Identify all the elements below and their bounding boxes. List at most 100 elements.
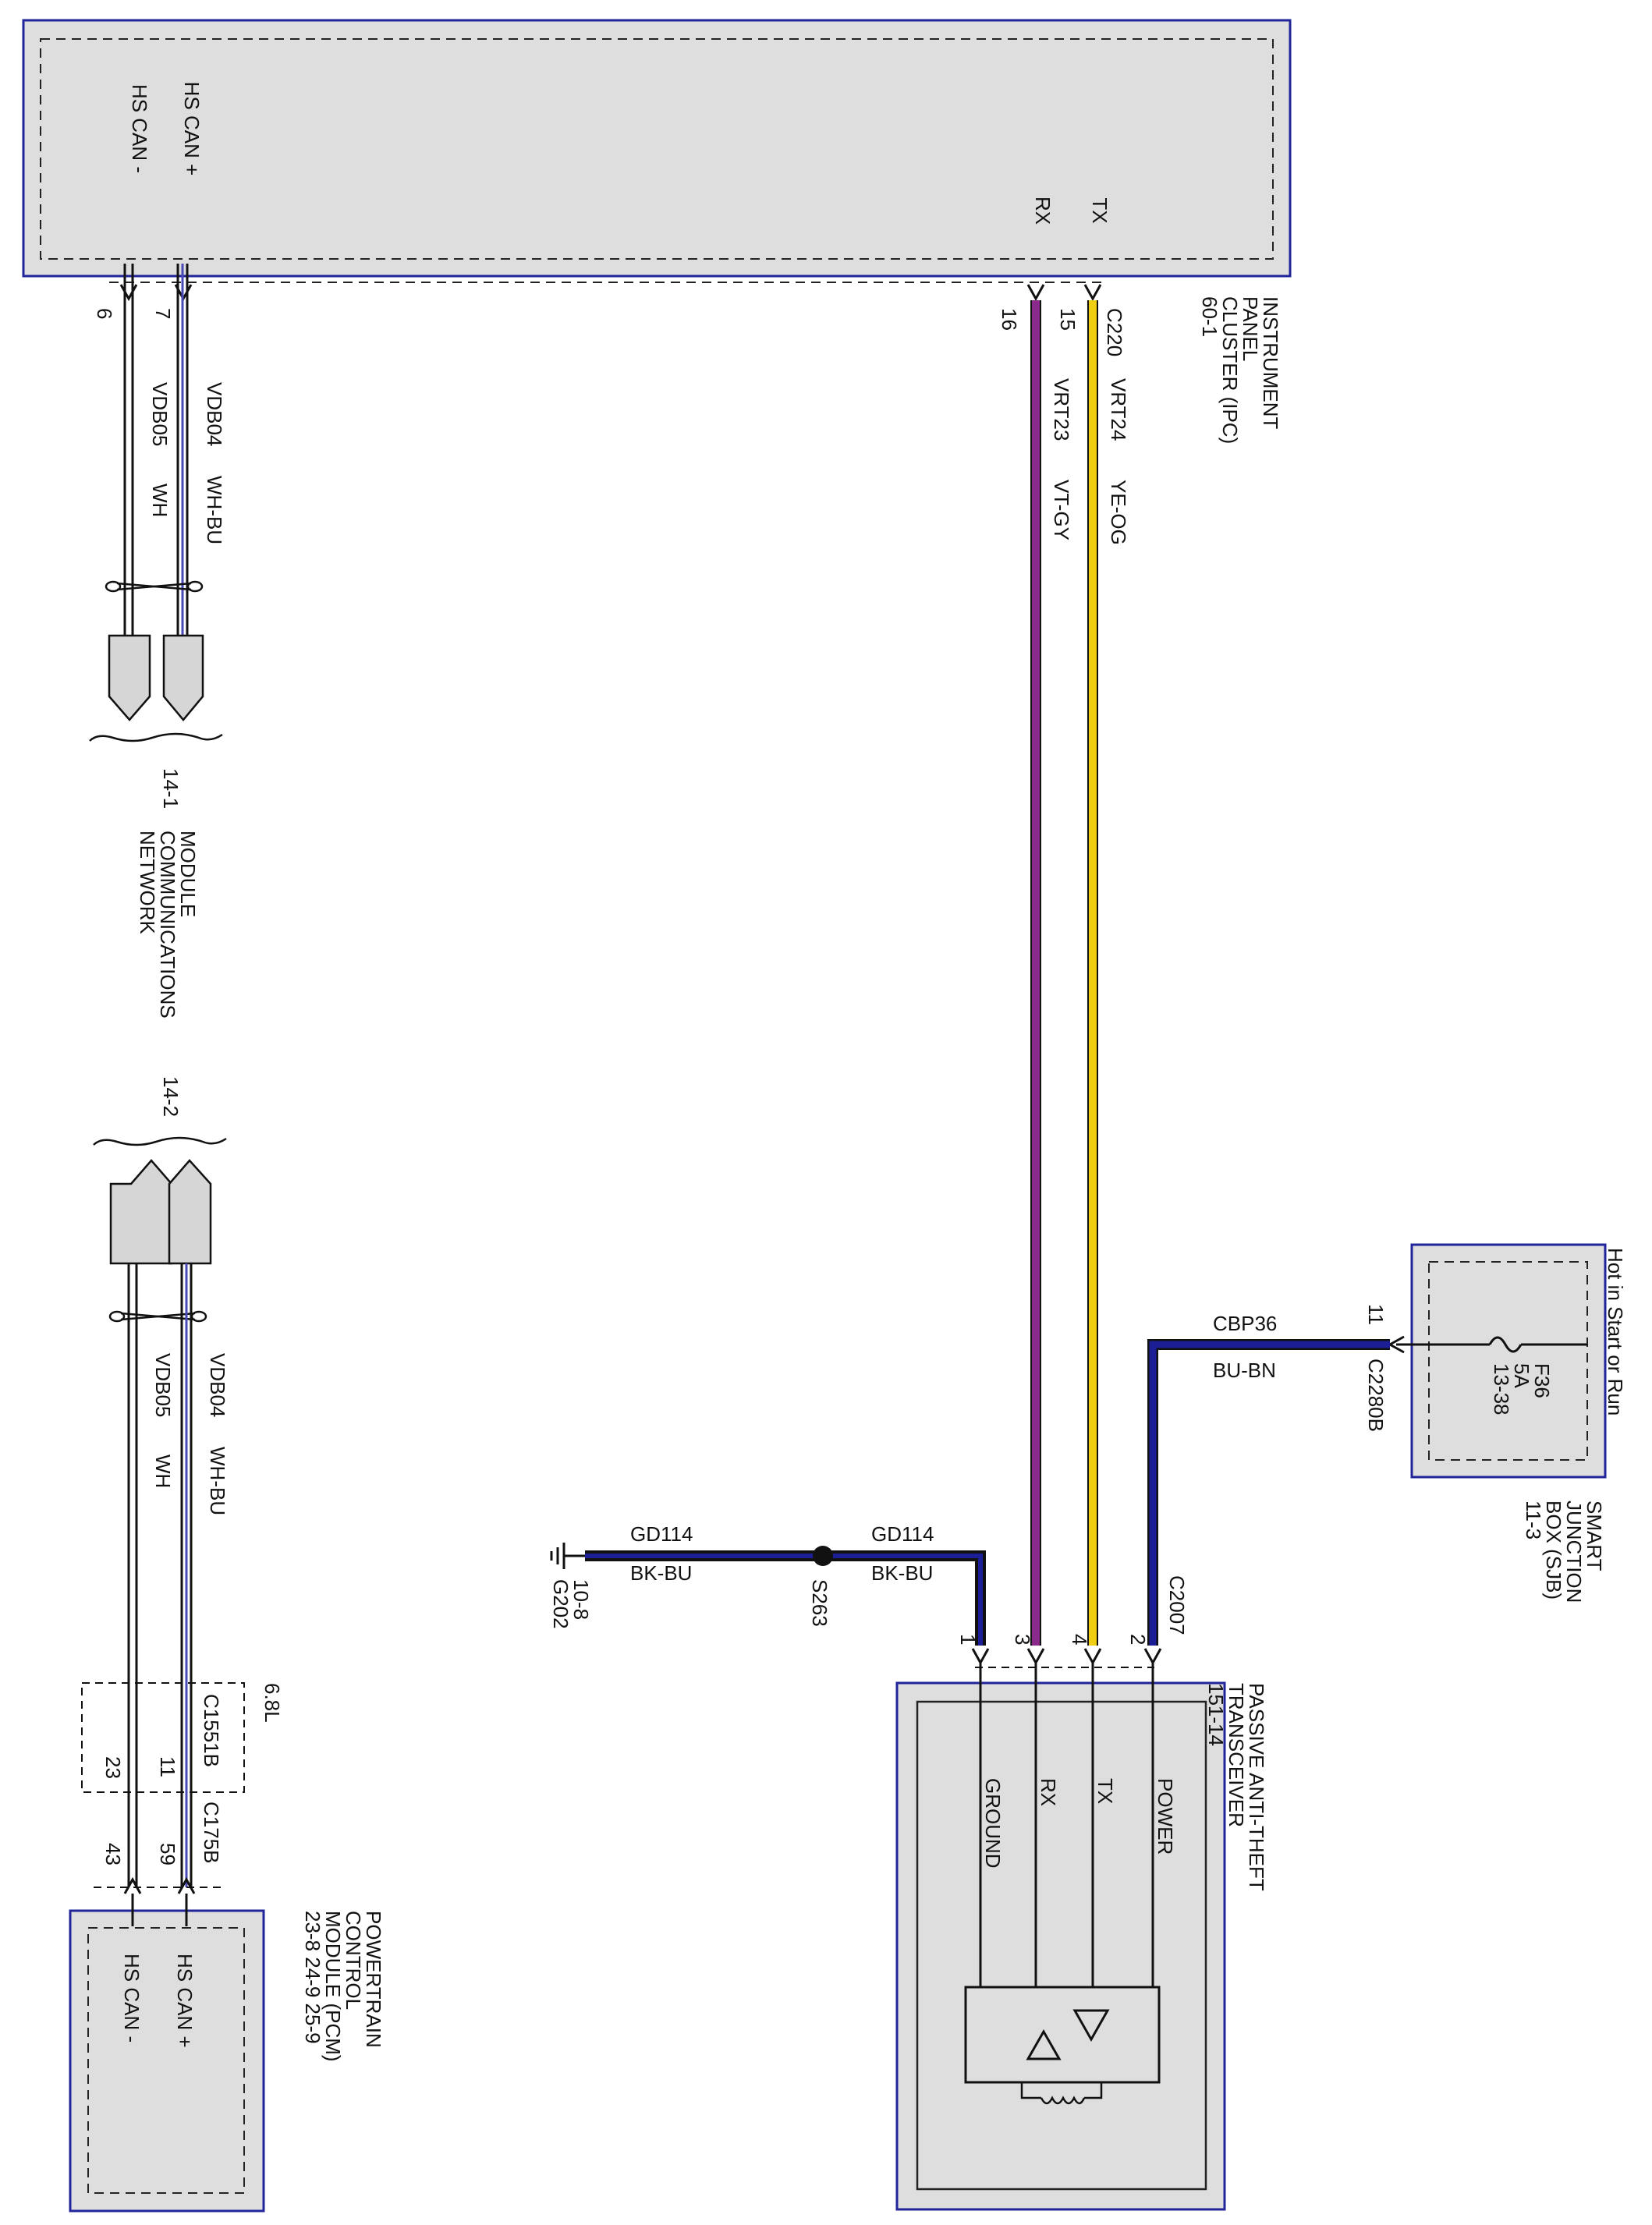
sjb-pin-11: 11: [1364, 1304, 1388, 1325]
wire-gd114-right-color: BK-BU: [871, 1561, 933, 1585]
pats-pin-number-1: 1: [956, 1634, 980, 1645]
sjb-name-line-4: 11-3: [1522, 1500, 1545, 1539]
ipc-pin6-arrow: [119, 284, 138, 302]
antenna-coil-icon: [1040, 2096, 1086, 2105]
c175b-label: C175B: [200, 1802, 223, 1864]
antenna-coil-leads: [1020, 2082, 1103, 2099]
splice-s263-label: S263: [808, 1579, 831, 1627]
ipc-module-box: [22, 19, 1292, 278]
sjb-name-line-1: SMART: [1583, 1500, 1606, 1571]
network-ref-top: 14-1: [159, 768, 183, 809]
pats-pin-power: POWER: [1154, 1778, 1177, 1855]
network-name-line-2: COMMUNICATIONS: [156, 831, 179, 1019]
ipc-module-inner: [40, 38, 1274, 260]
ground-id: G202: [549, 1579, 573, 1629]
pats-pin2-arrow: [1143, 1648, 1162, 1666]
pats-name-line-1: PASSIVE ANTI-THEFT: [1245, 1683, 1268, 1891]
pats-connector-c2007: C2007: [1165, 1575, 1189, 1635]
pats-pin-number-2: 2: [1126, 1634, 1150, 1645]
ground-ref: 10-8: [569, 1579, 593, 1620]
wire-vdb04-top-color: WH-BU: [203, 476, 226, 544]
inline-connector-bottom-right: [168, 1159, 212, 1265]
wire-vrt24-color: YE-OG: [1107, 480, 1130, 545]
twisted-pair-top: [105, 580, 204, 593]
inline-connector-bottom-left: [109, 1159, 173, 1265]
sjb-name-line-3: BOX (SJB): [1542, 1500, 1565, 1600]
receive-triangle-icon: [1072, 2009, 1110, 2043]
wire-vdb04-bottom-circuit: VDB04: [206, 1353, 229, 1417]
sjb-module-inner: [1428, 1261, 1588, 1461]
wire-vrt24-circuit: VRT24: [1107, 378, 1130, 441]
ipc-connector-c220: C220: [1103, 308, 1126, 356]
sjb-connector-c2280b: C2280B: [1364, 1359, 1388, 1432]
wire-vdb04-bottom-color: WH-BU: [206, 1447, 229, 1515]
wire-vdb04-top-circuit: VDB04: [203, 382, 226, 446]
pcm-name-line-2: CONTROL: [342, 1911, 365, 2010]
wire-vdb05-top-circuit: VDB05: [148, 382, 172, 446]
fuse-icon: [1488, 1336, 1523, 1353]
pats-pin-number-4: 4: [1068, 1634, 1091, 1645]
wire-cbp36-color: BU-BN: [1213, 1359, 1276, 1382]
wire-gd114-left-circuit: GD114: [630, 1522, 693, 1546]
c1551b-label: C1551B: [200, 1694, 223, 1767]
transmit-triangle-icon: [1026, 2028, 1062, 2060]
pats-pin-rx: RX: [1037, 1778, 1060, 1806]
network-name-line-1: MODULE: [176, 831, 200, 917]
ipc-pin-number-16: 16: [998, 308, 1021, 331]
inline-connector-top-right: [162, 634, 204, 721]
c1551b-connector-box: [81, 1682, 245, 1793]
ipc-name-line-1: INSTRUMENT: [1259, 296, 1282, 430]
wire-gd114-right-circuit: GD114: [871, 1522, 934, 1546]
network-name-line-3: NETWORK: [136, 831, 159, 935]
ipc-pin15-arrow: [1083, 284, 1102, 302]
pats-module-box: [895, 1681, 1226, 2211]
sjb-name-line-2: JUNCTION: [1562, 1500, 1586, 1603]
pcm-name-line-3: MODULE (PCM): [321, 1911, 345, 2062]
pcm-pin-number-43: 43: [101, 1843, 125, 1865]
splice-s263-dot: [813, 1546, 833, 1566]
wire-vrt23-circuit: VRT23: [1050, 378, 1073, 441]
pats-pin4-arrow: [1083, 1648, 1102, 1666]
pcm-module-box: [69, 1909, 265, 2213]
pcm-pin-number-59: 59: [156, 1843, 179, 1865]
pats-pin3-arrow: [1026, 1648, 1045, 1666]
ipc-pin-rx: RX: [1031, 197, 1055, 225]
fuse-id: F36: [1530, 1363, 1554, 1398]
pcm-name-line-1: POWERTRAIN: [362, 1911, 385, 2048]
ipc-name-line-2: PANEL: [1239, 296, 1262, 361]
wire-vdb05-bottom-color: WH: [151, 1454, 175, 1488]
wire-cbp36: [1149, 1341, 1390, 1646]
pats-name-line-3: 151-14: [1204, 1683, 1228, 1746]
ipc-pin-number-15: 15: [1056, 308, 1079, 331]
transceiver-block: [964, 1986, 1161, 2084]
c1551b-pin-23: 23: [101, 1756, 125, 1779]
ipc-pin-tx: TX: [1088, 197, 1111, 223]
pcm-pin-hs-can-plus: HS CAN +: [173, 1954, 197, 2048]
pcm-pin59-arrow: [177, 1876, 196, 1894]
pcm-pin-hs-can-minus: HS CAN -: [120, 1954, 144, 2043]
fuse-ref: 13-38: [1490, 1363, 1513, 1415]
pcm-name-line-4: 23-8 24-9 25-9: [301, 1911, 324, 2044]
wire-gd114-left-color: BK-BU: [630, 1561, 692, 1585]
wire-cbp36-circuit: CBP36: [1213, 1312, 1277, 1335]
wire-vrt23-color: VT-GY: [1050, 480, 1073, 540]
wire-gd114: [585, 1554, 983, 1646]
pats-pin-tx: TX: [1094, 1778, 1117, 1804]
ipc-pin-number-7: 7: [151, 308, 175, 319]
wire-vdb05-bottom-circuit: VDB05: [151, 1353, 175, 1417]
pats-module-inner: [916, 1700, 1207, 2191]
inline-connector-top-left: [108, 634, 151, 721]
fuse-rating: 5A: [1510, 1363, 1533, 1388]
ipc-name-line-3: CLUSTER (IPC): [1218, 296, 1242, 444]
page-break-squiggle-top: [89, 732, 223, 742]
pats-name-line-2: TRANSCEIVER: [1225, 1683, 1248, 1827]
ground-symbol: [550, 1543, 585, 1569]
pats-pin-ground: GROUND: [981, 1778, 1005, 1869]
pats-pin-number-3: 3: [1011, 1634, 1034, 1645]
ipc-name-line-4: 60-1: [1198, 296, 1221, 337]
sjb-module-box: [1410, 1243, 1607, 1479]
ipc-pin16-arrow: [1026, 284, 1045, 302]
ipc-pin-number-6: 6: [93, 308, 116, 319]
ipc-pin-hs-can-plus: HS CAN +: [180, 82, 204, 176]
